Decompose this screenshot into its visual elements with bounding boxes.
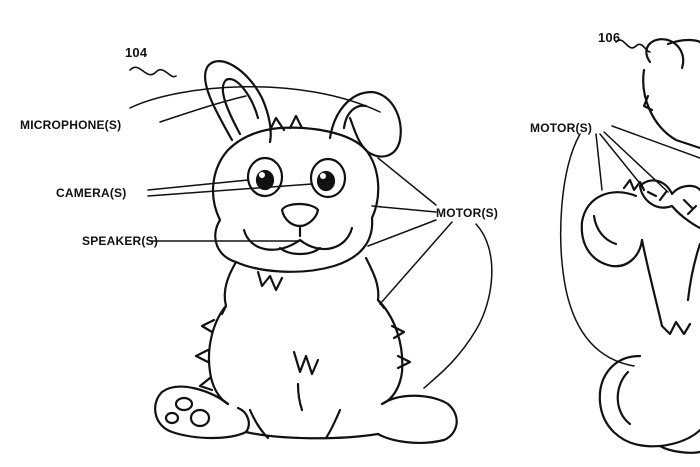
bear-motor-label: MOTOR(S) [530, 121, 593, 135]
bear-leader-lines [560, 125, 700, 367]
bunny-motor-label: MOTOR(S) [436, 206, 499, 220]
bear-drawing [580, 38, 700, 454]
microphone-label: MICROPHONE(S) [20, 118, 122, 132]
camera-label: CAMERA(S) [56, 186, 127, 200]
bear-ref-number: 106 [598, 30, 621, 45]
bunny-leader-lines [129, 85, 493, 389]
bunny-drawing [129, 60, 458, 444]
speaker-label: SPEAKER(S) [82, 234, 159, 248]
bunny-ref-number: 104 [125, 45, 148, 60]
